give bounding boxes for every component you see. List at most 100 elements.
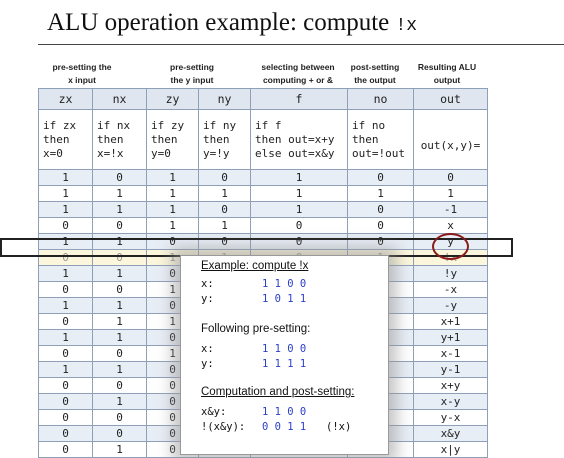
- table-cell: 1: [92, 297, 147, 314]
- table-cell: 0: [413, 169, 488, 186]
- popup-px-line: x:1 1 0 0: [201, 343, 307, 355]
- table-cell: 1: [250, 169, 348, 186]
- table-cell: 0: [198, 233, 251, 250]
- desc-out: out(x,y)=: [413, 109, 488, 170]
- header-f: f: [250, 88, 348, 110]
- caption-x-input: pre-setting the x input: [52, 62, 112, 85]
- table-cell: 1: [92, 265, 147, 282]
- table-cell: 1: [92, 329, 147, 346]
- table-cell: x-1: [413, 345, 488, 362]
- table-cell: 0: [92, 409, 147, 426]
- popup-x-line: x:1 1 0 0: [201, 278, 307, 290]
- table-cell: x-y: [413, 393, 488, 410]
- popup-py-line: y:1 1 1 1: [201, 358, 307, 370]
- popup-comp-heading: Computation and post-setting:: [201, 386, 355, 398]
- table-cell: 0: [38, 393, 93, 410]
- table-cell: 0: [92, 169, 147, 186]
- table-cell: 0: [92, 217, 147, 234]
- header-row: zx nx zy ny f no out: [38, 88, 488, 110]
- table-cell: x: [413, 217, 488, 234]
- table-cell: -x: [413, 281, 488, 298]
- table-cell: 1: [146, 201, 199, 218]
- table-cell: y-1: [413, 361, 488, 378]
- table-cell: x+1: [413, 313, 488, 330]
- table-cell: 1: [146, 169, 199, 186]
- table-cell: -1: [413, 201, 488, 218]
- table-cell: 0: [250, 217, 348, 234]
- table-cell: 1: [146, 185, 199, 202]
- title-code: !x: [395, 16, 418, 36]
- table-cell: 1: [38, 361, 93, 378]
- table-cell: 1: [38, 329, 93, 346]
- table-cell: 1: [92, 393, 147, 410]
- header-no: no: [347, 88, 414, 110]
- table-cell: 0: [92, 377, 147, 394]
- table-cell: 0: [38, 217, 93, 234]
- table-cell: 0: [38, 281, 93, 298]
- table-cell: x+y: [413, 377, 488, 394]
- table-cell: !y: [413, 265, 488, 282]
- header-out: out: [413, 88, 488, 110]
- table-cell: 1: [250, 185, 348, 202]
- popup-y-line: y:1 0 1 1: [201, 293, 307, 305]
- table-cell: 1: [38, 169, 93, 186]
- table-cell: 1: [92, 441, 147, 458]
- example-popup: Example: compute !x x:1 1 0 0 y:1 0 1 1 …: [180, 255, 389, 455]
- table-cell: 0: [38, 313, 93, 330]
- table-cell: 1: [198, 217, 251, 234]
- table-cell: 0: [38, 425, 93, 442]
- table-cell: 1: [38, 201, 93, 218]
- header-ny: ny: [198, 88, 251, 110]
- header-zy: zy: [146, 88, 199, 110]
- caption-f-select: selecting between computing + or &: [261, 62, 335, 85]
- caption-y-input: pre-setting the y input: [170, 62, 214, 85]
- popup-nxy-line: !(x&y):0 0 1 1(!x): [201, 421, 352, 433]
- table-cell: 0: [347, 169, 414, 186]
- table-cell: 0: [347, 217, 414, 234]
- table-cell: 0: [38, 345, 93, 362]
- table-cell: 0: [146, 233, 199, 250]
- table-cell: 1: [413, 185, 488, 202]
- table-cell: x&y: [413, 425, 488, 442]
- popup-xy-line: x&y:1 1 0 0: [201, 406, 307, 418]
- table-cell: 1: [198, 185, 251, 202]
- page-title: ALU operation example: compute !x: [47, 9, 417, 37]
- table-cell: 0: [38, 409, 93, 426]
- table-cell: 1: [92, 185, 147, 202]
- table-cell: 0: [38, 377, 93, 394]
- title-text: ALU operation example: compute: [47, 9, 396, 36]
- table-cell: 1: [250, 201, 348, 218]
- title-rule: [38, 44, 564, 45]
- table-cell: 0: [92, 281, 147, 298]
- table-cell: 0: [347, 233, 414, 250]
- table-cell: 1: [92, 201, 147, 218]
- table-cell: 0: [92, 425, 147, 442]
- table-cell: 0: [92, 345, 147, 362]
- table-cell: 1: [38, 185, 93, 202]
- popup-preset-heading: Following pre-setting:: [201, 323, 311, 335]
- table-cell: 0: [198, 169, 251, 186]
- table-cell: 1: [92, 233, 147, 250]
- table-cell: 1: [146, 217, 199, 234]
- table-cell: 1: [347, 185, 414, 202]
- table-cell: 1: [92, 361, 147, 378]
- table-cell: 1: [38, 297, 93, 314]
- popup-heading: Example: compute !x: [201, 260, 309, 272]
- table-cell: 1: [38, 265, 93, 282]
- table-cell: y+1: [413, 329, 488, 346]
- table-cell: 1: [92, 313, 147, 330]
- table-cell: y-x: [413, 409, 488, 426]
- table-cell: x|y: [413, 441, 488, 458]
